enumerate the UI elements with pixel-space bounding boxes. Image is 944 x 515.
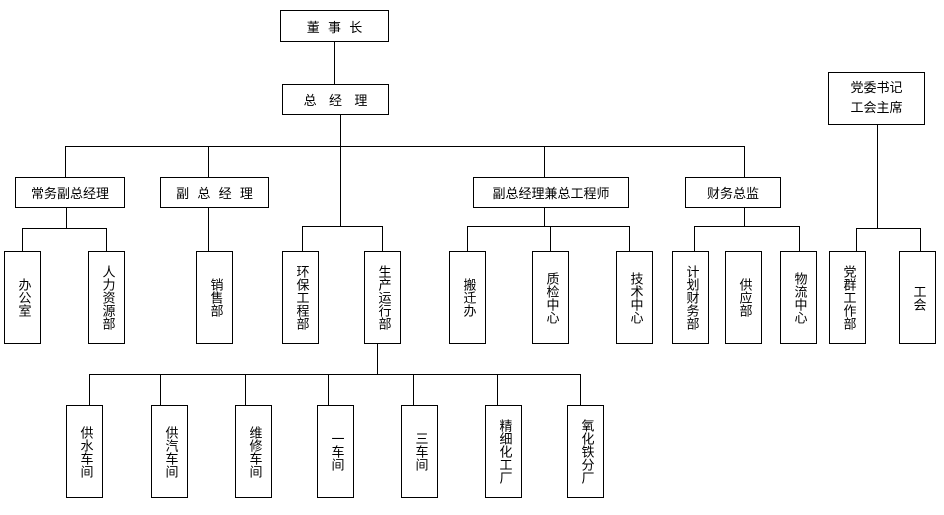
- node-vp-label: 副 总 经 理: [176, 187, 253, 202]
- node-planning-finance-label: 计划财务部: [683, 265, 699, 330]
- node-chairman-label: 董 事 长: [306, 20, 363, 36]
- node-vp-chief-engineer-label: 副总经理兼总工程师: [492, 187, 610, 202]
- node-sales: 销售部: [196, 251, 233, 344]
- node-quality-label: 质检中心: [543, 271, 559, 324]
- node-supply-label: 供应部: [736, 278, 752, 317]
- node-env-label: 环保工程部: [293, 265, 309, 330]
- node-cfo-label: 财务总监: [706, 187, 759, 202]
- node-relocation-label: 搬迁办: [460, 278, 476, 317]
- node-workshop-1: 一车间: [317, 405, 354, 498]
- node-maintenance-workshop: 维修车间: [235, 405, 272, 498]
- node-planning-finance: 计划财务部: [672, 251, 709, 344]
- node-iron-oxide-plant-label: 氧化铁分厂: [578, 419, 594, 484]
- node-hr: 人力资源部: [88, 251, 125, 344]
- node-union-label: 工会: [910, 284, 926, 311]
- node-logistics: 物流中心: [780, 251, 817, 344]
- node-general-manager: 总 经 理: [282, 84, 389, 115]
- node-sales-label: 销售部: [207, 278, 223, 317]
- node-production-label: 生产运行部: [375, 265, 391, 330]
- node-workshop-3-label: 三车间: [412, 432, 428, 471]
- node-party-secretary-line1: 党委书记: [850, 80, 903, 96]
- node-party-work: 党群工作部: [829, 251, 866, 344]
- node-vp-chief-engineer: 副总经理兼总工程师: [473, 177, 629, 208]
- node-quality: 质检中心: [532, 251, 569, 344]
- node-workshop-1-label: 一车间: [328, 432, 344, 471]
- node-union: 工会: [899, 251, 936, 344]
- node-refining-plant: 精细化工厂: [485, 405, 522, 498]
- node-env: 环保工程部: [282, 251, 319, 344]
- node-maintenance-workshop-label: 维修车间: [246, 425, 262, 478]
- node-party-work-label: 党群工作部: [840, 265, 856, 330]
- node-general-manager-label: 总 经 理: [303, 94, 368, 109]
- node-water-workshop-label: 供水车间: [77, 425, 93, 478]
- node-hr-label: 人力资源部: [99, 265, 115, 330]
- node-office: 办公室: [4, 251, 41, 344]
- node-iron-oxide-plant: 氧化铁分厂: [567, 405, 604, 498]
- node-party-secretary: 党委书记 工会主席: [828, 72, 925, 125]
- node-vp: 副 总 经 理: [160, 177, 269, 208]
- node-steam-workshop-label: 供汽车间: [162, 425, 178, 478]
- node-party-secretary-line2: 工会主席: [850, 100, 903, 116]
- node-logistics-label: 物流中心: [791, 271, 807, 324]
- node-water-workshop: 供水车间: [66, 405, 103, 498]
- node-office-label: 办公室: [15, 278, 31, 317]
- node-cfo: 财务总监: [685, 177, 781, 208]
- node-relocation: 搬迁办: [449, 251, 486, 344]
- node-tech-label: 技术中心: [627, 271, 643, 324]
- node-production: 生产运行部: [364, 251, 401, 344]
- node-refining-plant-label: 精细化工厂: [496, 419, 512, 484]
- node-executive-vp: 常务副总经理: [15, 177, 125, 208]
- node-supply: 供应部: [725, 251, 762, 344]
- node-steam-workshop: 供汽车间: [151, 405, 188, 498]
- node-tech: 技术中心: [616, 251, 653, 344]
- node-workshop-3: 三车间: [401, 405, 438, 498]
- node-chairman: 董 事 长: [280, 10, 389, 42]
- node-executive-vp-label: 常务副总经理: [30, 187, 109, 202]
